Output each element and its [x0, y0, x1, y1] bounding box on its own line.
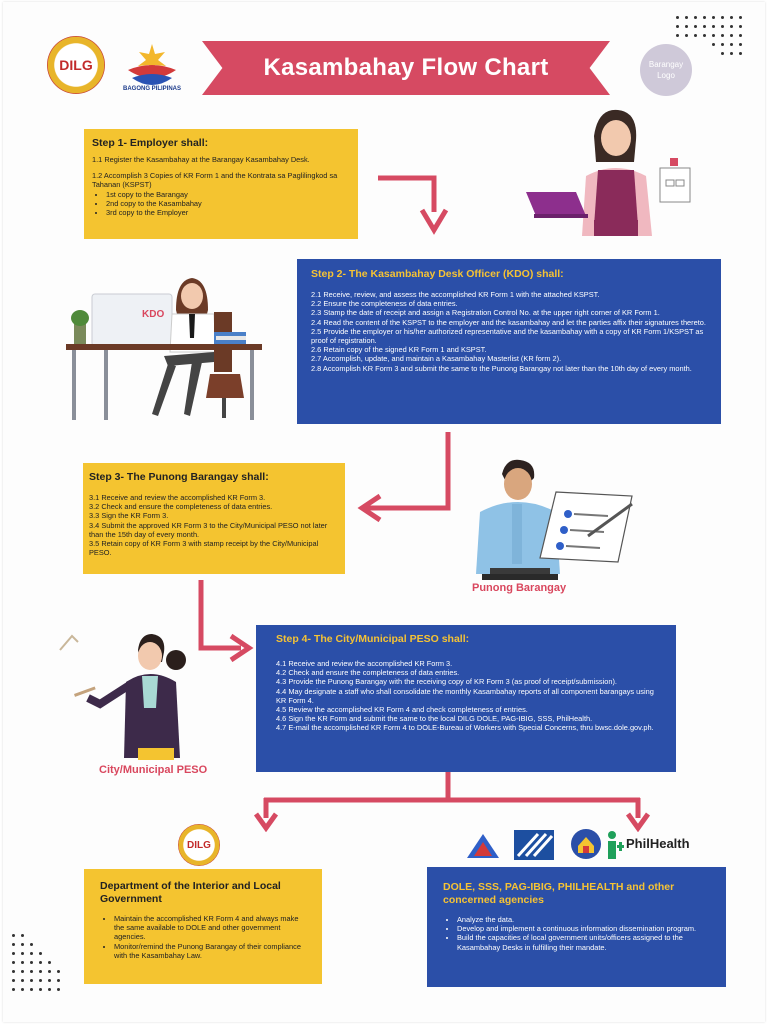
- step4-line: 4.6 Sign the KR Form and submit the same…: [276, 714, 593, 724]
- title-ribbon: Kasambahay Flow Chart: [202, 41, 610, 95]
- arrow-step4-split: [253, 772, 651, 832]
- page-title: Kasambahay Flow Chart: [263, 54, 549, 81]
- agencies-responsibilities-box: DOLE, SSS, PAG-IBIG, PHILHEALTH and othe…: [427, 867, 726, 987]
- arrow-step2-to-step3: [357, 432, 451, 523]
- employer-illustration: [526, 109, 691, 236]
- step4-box: Step 4- The City/Municipal PESO shall: 4…: [256, 625, 676, 772]
- decorative-dots-bottom: [12, 934, 60, 991]
- agencies-box-bullet: Build the capacities of local government…: [457, 933, 710, 951]
- step2-line: 2.2 Ensure the completeness of data entr…: [311, 299, 458, 309]
- philhealth-logo-text: PhilHealth: [626, 836, 690, 851]
- step3-line: 3.2 Check and ensure the completeness of…: [89, 502, 273, 512]
- decorative-dots-top: [676, 16, 742, 55]
- barangay-logo: Barangay Logo: [640, 44, 692, 96]
- philhealth-icon: [608, 831, 624, 859]
- step3-line: 3.4 Submit the approved KR Form 3 to the…: [89, 520, 328, 539]
- kdo-label: KDO: [142, 309, 165, 320]
- step2-line: 2.8 Accomplish KR Form 3 and submit the …: [311, 363, 692, 373]
- step2-title: Step 2- The Kasambahay Desk Officer (KDO…: [311, 268, 564, 280]
- step1-box: Step 1- Employer shall: 1.1 Register the…: [84, 129, 358, 239]
- pagibig-logo: [571, 829, 601, 859]
- arrow-step1-to-step2: [378, 175, 449, 235]
- dilg-box-title: Department of the Interior and Local Gov…: [100, 880, 281, 905]
- dilg-logo: DILG: [47, 36, 105, 94]
- dilg-box-bullet: Monitor/remind the Punong Barangay of th…: [114, 942, 306, 960]
- step3-box: Step 3- The Punong Barangay shall: 3.1 R…: [83, 463, 345, 574]
- step4-line: 4.5 Review the accomplished KR Form 4 an…: [276, 705, 528, 715]
- step2-line: 2.7 Accomplish, update, and maintain a K…: [311, 354, 562, 364]
- punong-barangay-illustration: [476, 459, 633, 580]
- step4-line: 4.4 May designate a staff who shall cons…: [276, 686, 654, 705]
- step4-line: 4.7 E-mail the accomplished KR Form 4 to…: [276, 723, 654, 733]
- agencies-box-bullet: Analyze the data.: [457, 915, 710, 924]
- agencies-box-bullet: Develop and implement a continuous infor…: [457, 924, 710, 933]
- bagong-pilipinas-text: BAGONG PILIPINAS: [122, 86, 181, 92]
- step3-title: Step 3- The Punong Barangay shall:: [89, 471, 269, 483]
- step2-box: Step 2- The Kasambahay Desk Officer (KDO…: [297, 259, 721, 424]
- step1-line: 1.1 Register the Kasambahay at the Baran…: [92, 155, 310, 164]
- step4-line: 4.1 Receive and review the accomplished …: [276, 659, 453, 668]
- dilg-responsibilities-box: Department of the Interior and Local Gov…: [84, 869, 322, 984]
- step1-bullet: 1st copy to the Barangay: [106, 190, 350, 199]
- punong-barangay-label: Punong Barangay: [472, 582, 567, 594]
- step3-line: 3.3 Sign the KR Form 3.: [89, 511, 169, 521]
- bagong-pilipinas-logo: [128, 44, 176, 85]
- step4-line: 4.3 Provide the Punong Barangay with the…: [276, 677, 617, 687]
- step4-title: Step 4- The City/Municipal PESO shall:: [276, 633, 470, 645]
- step1-bullet: 3rd copy to the Employer: [106, 208, 350, 217]
- step2-line: 2.6 Retain copy of the signed KR Form 1 …: [311, 345, 487, 355]
- sss-logo: [514, 830, 554, 860]
- peso-illustration: [59, 634, 186, 760]
- dilg-box-bullet: Maintain the accomplished KR Form 4 and …: [114, 914, 306, 942]
- peso-label: City/Municipal PESO: [99, 764, 208, 776]
- kdo-illustration: [66, 278, 262, 420]
- step1-line: 1.2 Accomplish 3 Copies of KR Form 1 and…: [92, 171, 338, 190]
- step2-line: 2.4 Read the content of the KSPST to the…: [311, 317, 706, 327]
- dilg-small-logo: DILG: [178, 824, 220, 866]
- step2-line: 2.1 Receive, review, and assess the acco…: [311, 290, 600, 299]
- step2-line: 2.5 Provide the employer or his/her auth…: [311, 326, 704, 346]
- step3-line: 3.5 Retain copy of KR Form 3 with stamp …: [89, 539, 319, 558]
- step2-line: 2.3 Stamp the date of receipt and assign…: [311, 308, 660, 318]
- dole-logo: [467, 834, 499, 858]
- agencies-box-title: DOLE, SSS, PAG-IBIG, PHILHEALTH and othe…: [443, 881, 675, 906]
- step3-line: 3.1 Receive and review the accomplished …: [89, 493, 266, 502]
- step4-line: 4.2 Check and ensure the completeness of…: [276, 668, 460, 678]
- arrow-step3-to-step4: [198, 580, 254, 662]
- step1-title: Step 1- Employer shall:: [92, 137, 209, 149]
- step1-bullet: 2nd copy to the Kasambahay: [106, 199, 350, 208]
